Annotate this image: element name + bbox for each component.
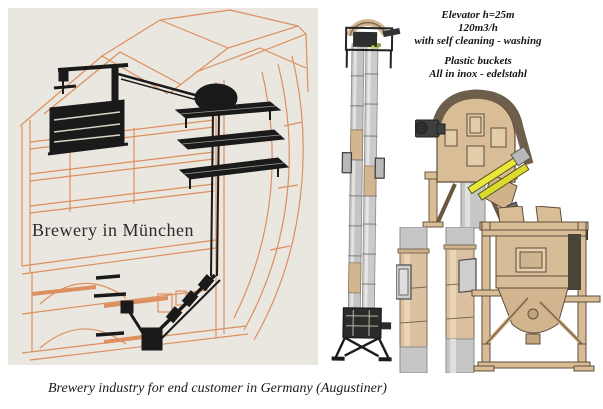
drive-motor <box>415 119 446 138</box>
buckets-line2: All in inox - edelstahl <box>429 68 527 80</box>
elevator-spec-line1: Elevator h=25m <box>441 9 515 21</box>
buckets-line1: Plastic buckets <box>444 55 512 67</box>
bucket-elevator-full-illustration <box>331 19 401 362</box>
buckets-annotation: Plastic buckets All in inox - edelstahl <box>402 55 554 81</box>
elevator-spec-annotation: Elevator h=25m 120m3/h with self cleanin… <box>402 9 554 48</box>
elevator-spec-line3: with self cleaning - washing <box>414 35 542 47</box>
page-caption: Brewery industry for end customer in Ger… <box>48 381 387 396</box>
elevator-boot-detail-illustration <box>471 206 601 372</box>
building-cross-section-panel: Brewery in München <box>8 8 318 365</box>
elevator-spec-line2: 120m3/h <box>458 22 498 34</box>
building-label: Brewery in München <box>32 220 194 240</box>
elevator-tube-sections-illustration <box>396 227 477 373</box>
elevator-head-detail-illustration <box>415 89 534 229</box>
building-cross-section-illustration <box>19 9 309 361</box>
yellow-rails <box>467 146 532 201</box>
